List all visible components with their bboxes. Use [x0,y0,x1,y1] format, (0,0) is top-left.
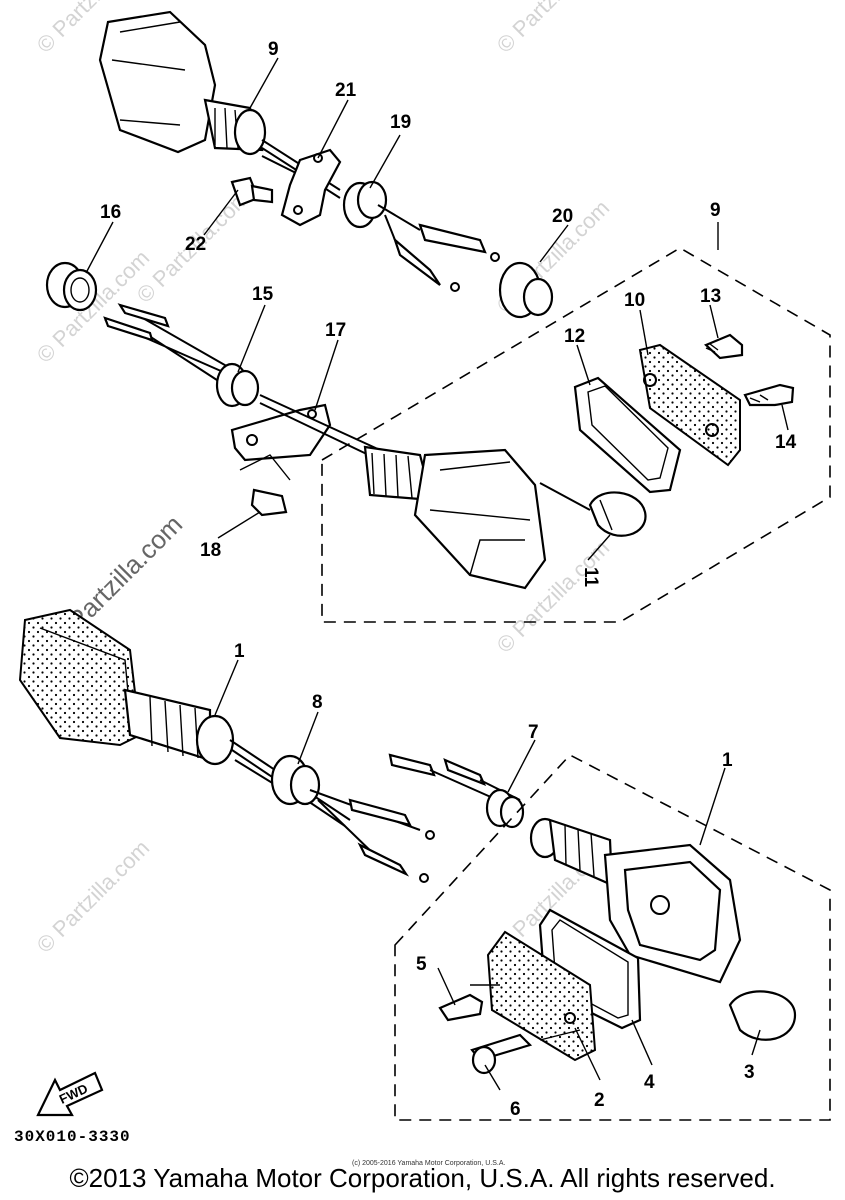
callout-22: 22 [185,234,206,255]
callout-1-right: 1 [722,750,733,771]
callout-6: 6 [510,1099,521,1120]
callout-11: 11 [580,567,601,588]
callout-9-box: 9 [710,200,721,221]
callout-4: 4 [644,1072,655,1093]
watermark-7: © Partzilla.com [32,835,155,958]
callout-17: 17 [325,320,346,341]
callout-9-top: 9 [268,39,279,60]
callout-3: 3 [744,1062,755,1083]
signal-assembly-bottom-right [388,753,831,1121]
callout-8: 8 [312,692,323,713]
lens-exploded-top [321,247,831,623]
callout-5: 5 [416,954,427,975]
callout-16: 16 [100,202,121,223]
callout-18: 18 [200,540,221,561]
leader-lines [85,57,789,1091]
watermark-5: © Partzilla.com [32,245,155,368]
callout-21: 21 [335,80,357,101]
tiny-copyright: (c) 2005-2016 Yamaha Motor Corporation, … [352,1160,506,1167]
signal-assembly-bottom-left [18,608,435,883]
callout-7: 7 [528,722,539,743]
copyright-footer: ©2013 Yamaha Motor Corporation, U.S.A. A… [69,1163,776,1193]
callout-13: 13 [700,286,721,307]
callout-19: 19 [390,112,411,133]
callout-20: 20 [552,206,573,227]
fwd-arrow-icon: FWD [36,1071,104,1117]
callout-14: 14 [775,432,797,453]
watermark-2: © Partzilla.com [492,0,615,58]
callout-10: 10 [624,290,645,311]
callout-labels: 9 21 19 22 20 16 9 15 10 13 17 12 14 18 … [100,39,797,1120]
callout-2: 2 [594,1090,605,1111]
diagram-code: 30X010-3330 [14,1128,131,1146]
callout-1-left: 1 [234,641,245,662]
callout-15: 15 [252,284,274,305]
signal-assembly-top [45,10,554,319]
callout-12: 12 [564,326,585,347]
signal-assembly-middle [103,303,647,590]
